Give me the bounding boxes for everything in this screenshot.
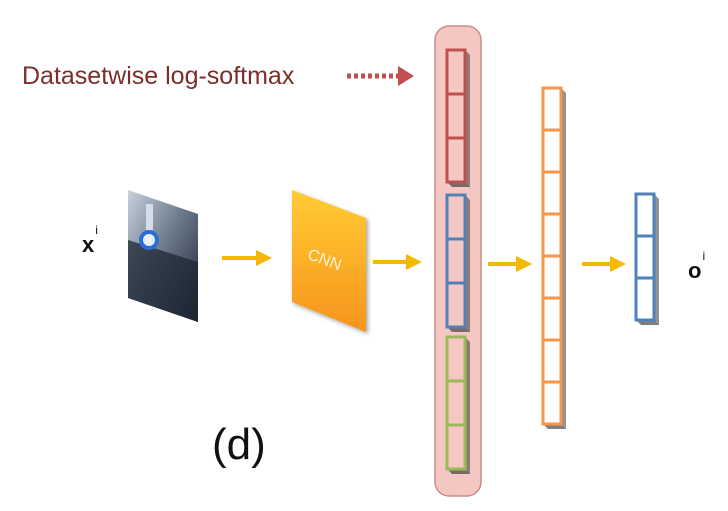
hidden-layer [541,86,566,429]
green-group [445,335,470,474]
output-symbol: oi [688,249,705,284]
hidden-layer-column [541,86,566,429]
output-layer-column-cell [634,234,656,280]
output-layer [634,192,659,325]
annotation-label: Datasetwise log-softmax [22,62,295,90]
blue-group [445,193,470,332]
hidden-layer-column-cell [541,212,563,258]
input-image [128,190,198,322]
input-symbol: xi [82,223,98,258]
output-layer-column-cell [634,192,656,238]
hidden-layer-column-cell [541,338,563,384]
blue-group-cell [445,281,467,329]
input-symbol-base: x [82,232,95,257]
hidden-layer-column-cell [541,254,563,300]
hidden-layer-column-cell [541,380,563,426]
input-symbol-superscript: i [95,222,98,237]
green-group-cell [445,423,467,471]
annotation-arrow [347,66,414,86]
output-layer-column [634,192,659,325]
output-symbol-superscript: i [702,248,706,263]
concat-layer-groups [445,48,470,474]
hidden-layer-column-cell [541,128,563,174]
hidden-layer-column-cell [541,170,563,216]
arrow-image-to-cnn [222,250,272,266]
arrow-hidden-to-output [582,256,626,272]
hidden-layer-column-cell [541,296,563,342]
red-group-cell [445,136,467,184]
arrow-cnn-to-concat [373,254,422,270]
output-symbol-base: o [688,258,702,283]
hidden-layer-column-cell [541,86,563,132]
cnn-block [292,190,366,332]
red-group [445,48,470,187]
panel-label: (d) [212,420,266,469]
arrow-concat-to-hidden [488,256,532,272]
output-layer-column-cell [634,276,656,322]
